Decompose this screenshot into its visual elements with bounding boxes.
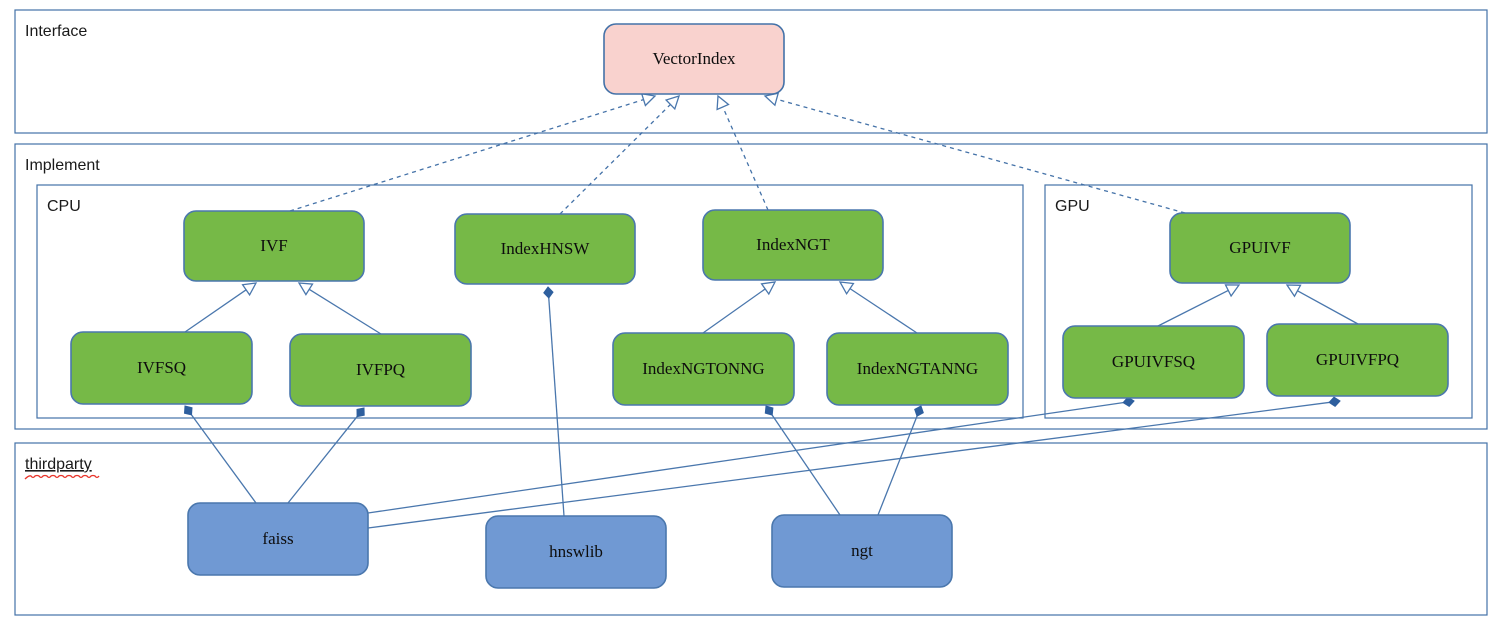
node-box-hnswlib[interactable]: [485, 515, 667, 589]
relationships-layer: [183, 92, 1359, 529]
node-label-vectorindex: VectorIndex: [652, 49, 736, 68]
edge-line: [184, 289, 247, 333]
group-label-cpu: CPU: [47, 198, 81, 215]
edge-realization-indexhnsw-to-vectorindex: [559, 95, 681, 215]
class-node-ivfpq[interactable]: IVFPQ: [289, 333, 472, 407]
edge-line: [771, 414, 841, 516]
edge-line: [722, 106, 769, 211]
node-label-ivfpq: IVFPQ: [356, 360, 405, 379]
realization-arrowhead: [640, 92, 657, 107]
group-label-gpu: GPU: [1055, 198, 1090, 215]
node-label-indexngtanng: IndexNGTANNG: [857, 359, 978, 378]
composition-diamond: [356, 407, 365, 418]
node-label-gpuivfsq: GPUIVFSQ: [1112, 352, 1195, 371]
edge-composition-hnswlib-to-indexhnsw: [543, 286, 565, 517]
edge-line: [367, 401, 1330, 529]
edge-line: [1297, 290, 1359, 325]
edge-realization-ivf-to-vectorindex: [289, 92, 657, 212]
edge-inheritance-ivfpq-to-ivf: [297, 282, 382, 335]
inheritance-arrowhead: [838, 281, 855, 296]
edge-realization-indexngt-to-vectorindex: [716, 94, 769, 211]
group-label-thirdparty: thirdparty: [25, 456, 92, 473]
class-node-vectorindex[interactable]: VectorIndex: [603, 23, 785, 95]
edge-line: [289, 98, 644, 212]
node-box-ivf[interactable]: [183, 210, 365, 282]
node-box-gpuivf[interactable]: [1169, 212, 1351, 284]
edge-line: [308, 288, 382, 335]
inheritance-arrowhead: [297, 282, 314, 296]
edge-line: [877, 415, 918, 516]
composition-diamond: [183, 405, 193, 416]
node-label-indexngtonng: IndexNGTONNG: [642, 359, 764, 378]
node-label-ivfsq: IVFSQ: [137, 358, 186, 377]
group-label-interface: Interface: [25, 23, 87, 40]
realization-arrowhead: [716, 94, 730, 111]
edge-composition-ngt-to-indexngtonng: [764, 405, 841, 516]
group-label-implement: Implement: [25, 157, 100, 174]
node-label-ngt: ngt: [851, 541, 873, 560]
composition-diamond: [1328, 396, 1341, 407]
edge-composition-faiss-to-gpuivfpq: [367, 396, 1341, 529]
composition-diamond: [543, 286, 554, 299]
node-box-ngt[interactable]: [771, 514, 953, 588]
edge-inheritance-gpuivfpq-to-gpuivf: [1285, 284, 1359, 325]
class-node-indexhnsw[interactable]: IndexHNSW: [454, 213, 636, 285]
edge-line: [548, 297, 565, 517]
node-label-gpuivfpq: GPUIVFPQ: [1316, 350, 1399, 369]
class-node-hnswlib[interactable]: hnswlib: [485, 515, 667, 589]
edge-composition-faiss-to-ivfsq: [183, 405, 257, 504]
node-box-indexngtonng[interactable]: [612, 332, 795, 406]
edge-line: [190, 414, 257, 504]
realization-arrowhead: [664, 95, 681, 111]
edge-line: [1157, 289, 1229, 327]
class-node-ngt[interactable]: ngt: [771, 514, 953, 588]
node-label-faiss: faiss: [262, 529, 293, 548]
edge-line: [367, 401, 1124, 514]
edge-line: [559, 103, 671, 215]
node-label-gpuivf: GPUIVF: [1229, 238, 1290, 257]
edge-line: [287, 416, 358, 504]
edge-line: [849, 288, 918, 334]
spellcheck-underline-thirdparty: [24, 474, 100, 480]
class-node-indexngt[interactable]: IndexNGT: [702, 209, 884, 281]
node-box-indexhnsw[interactable]: [454, 213, 636, 285]
node-label-hnswlib: hnswlib: [549, 542, 603, 561]
inheritance-arrowhead: [1224, 284, 1241, 298]
node-box-gpuivfsq[interactable]: [1062, 325, 1245, 399]
node-box-ivfsq[interactable]: [70, 331, 253, 405]
node-label-ivf: IVF: [260, 236, 287, 255]
edge-inheritance-gpuivfsq-to-gpuivf: [1157, 284, 1241, 327]
node-box-indexngtanng[interactable]: [826, 332, 1009, 406]
composition-diamond: [914, 405, 924, 417]
class-node-faiss[interactable]: faiss: [187, 502, 369, 576]
node-label-indexhnsw: IndexHNSW: [501, 239, 591, 258]
composition-diamond: [764, 405, 774, 416]
class-node-gpuivf[interactable]: GPUIVF: [1169, 212, 1351, 284]
node-box-indexngt[interactable]: [702, 209, 884, 281]
inheritance-arrowhead: [241, 282, 258, 297]
class-node-ivfsq[interactable]: IVFSQ: [70, 331, 253, 405]
class-node-ivf[interactable]: IVF: [183, 210, 365, 282]
edge-composition-ngt-to-indexngtanng: [877, 405, 924, 516]
edge-line: [776, 98, 1186, 214]
edge-inheritance-indexngtonng-to-indexngt: [702, 281, 777, 334]
edge-line: [702, 288, 766, 334]
class-node-gpuivfpq[interactable]: GPUIVFPQ: [1266, 323, 1449, 397]
edge-composition-faiss-to-ivfpq: [287, 407, 365, 504]
node-label-indexngt: IndexNGT: [756, 235, 830, 254]
class-node-indexngtanng[interactable]: IndexNGTANNG: [826, 332, 1009, 406]
class-node-indexngtonng[interactable]: IndexNGTONNG: [612, 332, 795, 406]
node-box-vectorindex[interactable]: [603, 23, 785, 95]
edge-inheritance-indexngtanng-to-indexngt: [838, 281, 918, 334]
inheritance-arrowhead: [760, 281, 777, 296]
node-box-faiss[interactable]: [187, 502, 369, 576]
node-box-gpuivfpq[interactable]: [1266, 323, 1449, 397]
node-box-ivfpq[interactable]: [289, 333, 472, 407]
class-node-gpuivfsq[interactable]: GPUIVFSQ: [1062, 325, 1245, 399]
edge-inheritance-ivfsq-to-ivf: [184, 282, 258, 333]
inheritance-arrowhead: [1285, 284, 1302, 298]
